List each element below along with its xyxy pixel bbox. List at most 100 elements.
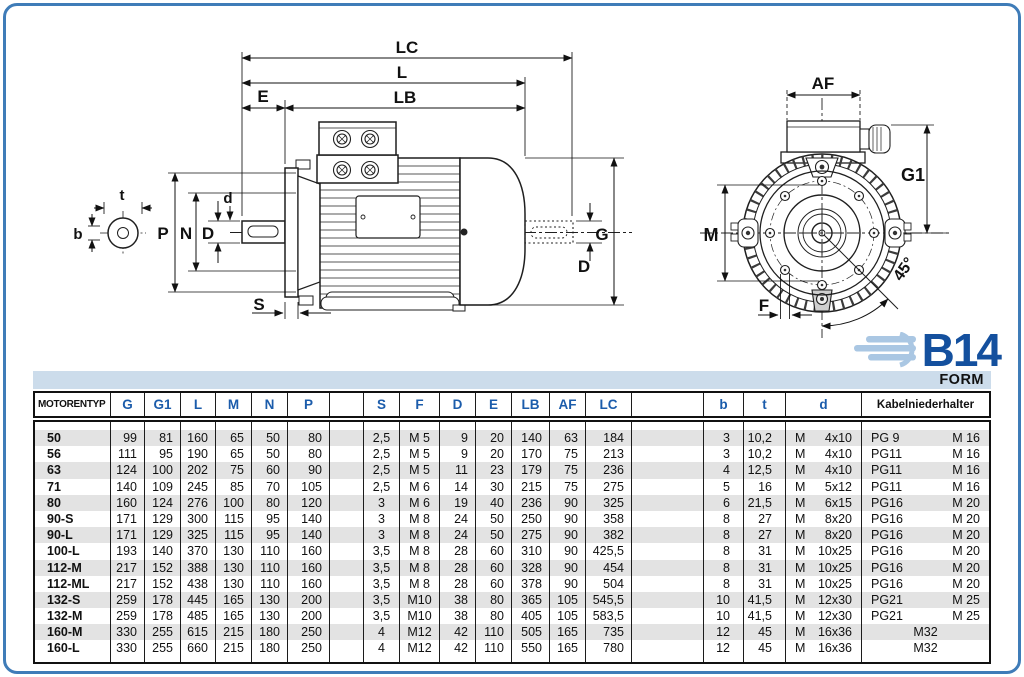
cell-value: M <box>795 495 806 510</box>
cell-value: 10x25 <box>817 544 852 559</box>
cell-AF: 63 <box>550 430 586 447</box>
cell-L: 202 <box>181 462 216 479</box>
cell-S: 4 <box>364 624 400 641</box>
cell-sp1 <box>330 446 364 463</box>
cell-P: 140 <box>288 527 330 544</box>
cell-F: M 8 <box>400 575 440 592</box>
cell-P: 120 <box>288 494 330 511</box>
cell-value: PG21 <box>871 609 903 624</box>
spacer-cell <box>862 422 989 430</box>
dim-label-s: S <box>253 295 264 314</box>
cell-AF: 105 <box>550 591 586 609</box>
cell-t: 10,2 <box>744 430 786 447</box>
spacer-cell <box>512 422 550 430</box>
cell-P: 160 <box>288 543 330 560</box>
cell-F: M 5 <box>400 430 440 447</box>
cell-value: 10x25 <box>817 560 852 575</box>
cell-L: 438 <box>181 575 216 592</box>
cell-LB: 215 <box>512 478 550 495</box>
cell-E: 60 <box>476 543 512 560</box>
cell-M: 65 <box>216 446 252 463</box>
cell-P: 140 <box>288 510 330 528</box>
cell-value: M <box>795 560 806 575</box>
cell-D: 11 <box>440 462 476 479</box>
cell-t: 16 <box>744 478 786 495</box>
cell-b: 5 <box>704 478 744 495</box>
cell-typ: 132-M <box>35 608 111 625</box>
cell-F: M12 <box>400 640 440 657</box>
cell-G: 259 <box>111 591 145 609</box>
cell-E: 60 <box>476 575 512 592</box>
cell-b: 10 <box>704 608 744 625</box>
cell-value: M <box>795 463 806 478</box>
cell-F: M 5 <box>400 462 440 479</box>
spacer-cell <box>364 656 400 662</box>
cell-E: 110 <box>476 640 512 657</box>
cell-LB: 405 <box>512 608 550 625</box>
cell-L: 660 <box>181 640 216 657</box>
header-b: b <box>704 393 744 416</box>
cell-G: 111 <box>111 446 145 463</box>
cell-D: 24 <box>440 527 476 544</box>
cell-typ: 90-S <box>35 510 111 528</box>
cable-gland <box>859 124 891 154</box>
spacer-cell <box>632 656 704 662</box>
cell-sp1 <box>330 430 364 447</box>
cell-kabel: M32 <box>862 624 989 640</box>
header-t: t <box>744 393 786 416</box>
cell-L: 325 <box>181 527 216 544</box>
spacer-cell <box>550 422 586 430</box>
cell-F: M 8 <box>400 543 440 560</box>
cell-D: 19 <box>440 494 476 511</box>
cell-typ: 50 <box>35 430 111 447</box>
cell-D: 14 <box>440 478 476 495</box>
cell-G1: 81 <box>145 430 181 447</box>
dim-label-f: F <box>759 296 769 315</box>
cell-value: 4x10 <box>824 431 852 445</box>
dim-label-lc: LC <box>396 38 419 57</box>
cell-G: 217 <box>111 575 145 592</box>
cell-G1: 129 <box>145 510 181 528</box>
cell-S: 2,5 <box>364 462 400 479</box>
cell-M: 130 <box>216 559 252 576</box>
cell-G: 193 <box>111 543 145 560</box>
cell-value: PG11 <box>871 479 903 494</box>
cell-t: 12,5 <box>744 462 786 479</box>
cell-G: 330 <box>111 624 145 641</box>
front-view-drawing <box>700 98 952 338</box>
spacer-cell <box>330 422 364 430</box>
cell-G1: 109 <box>145 478 181 495</box>
spacer-cell <box>550 656 586 662</box>
cell-t: 41,5 <box>744 608 786 625</box>
cell-value: 4x10 <box>824 447 852 462</box>
cell-value: M <box>795 511 806 526</box>
spacer-cell <box>512 656 550 662</box>
cell-L: 485 <box>181 608 216 625</box>
cell-L: 445 <box>181 591 216 609</box>
spacer-cell <box>744 422 786 430</box>
cell-t: 21,5 <box>744 494 786 511</box>
cell-LC: 735 <box>586 624 632 641</box>
cell-M: 130 <box>216 543 252 560</box>
cell-sp2 <box>632 559 704 576</box>
header-kabel: Kabelniederhalter <box>876 398 975 411</box>
header-F: F <box>400 393 440 416</box>
header-E: E <box>476 393 512 416</box>
spacer-cell <box>145 656 181 662</box>
header-D: D <box>440 393 476 416</box>
cell-value: M 16 <box>952 447 980 462</box>
spacer-cell <box>145 422 181 430</box>
spacer-cell <box>786 656 862 662</box>
cell-value: PG 9 <box>871 431 900 445</box>
cell-E: 110 <box>476 624 512 641</box>
dim-label-d-small: d <box>223 190 232 207</box>
cell-t: 31 <box>744 575 786 592</box>
dim-label-l: L <box>397 63 407 82</box>
cell-value: M 16 <box>952 479 980 494</box>
cell-LC: 325 <box>586 494 632 511</box>
cell-S: 3,5 <box>364 575 400 592</box>
